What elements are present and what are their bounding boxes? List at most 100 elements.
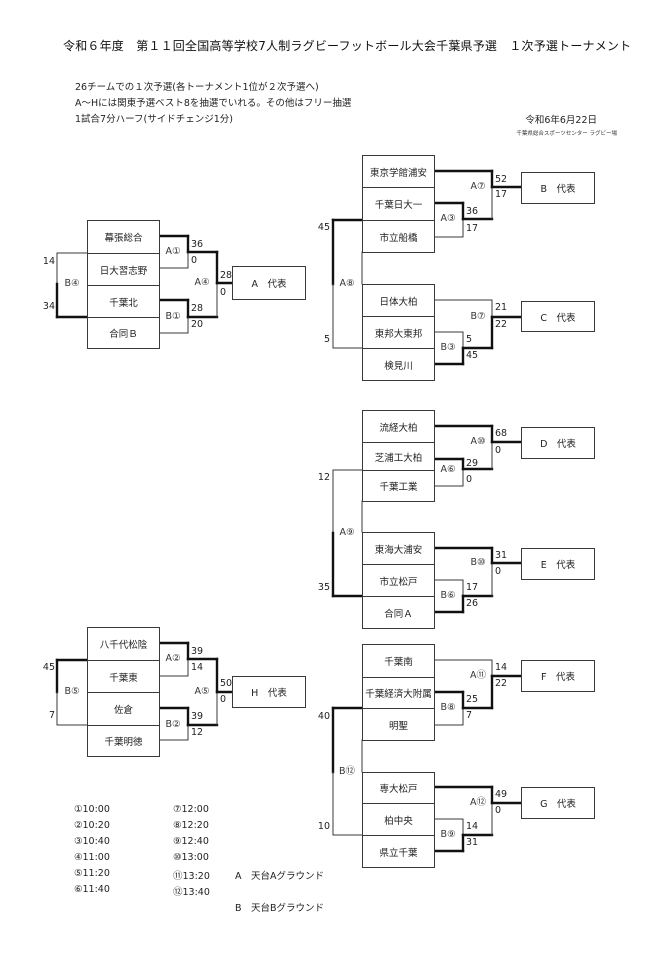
score: 12 xyxy=(317,472,330,483)
score: 0 xyxy=(191,255,198,266)
team-box: 明聖 xyxy=(362,708,435,741)
match-label: B⑤ xyxy=(64,686,80,697)
score: 49 xyxy=(495,789,508,800)
team-box: 専大松戸 xyxy=(362,772,435,804)
score: 34 xyxy=(42,301,55,312)
note-line: 1試合7分ハーフ(サイドチェンジ1分) xyxy=(75,114,233,125)
score: 17 xyxy=(495,189,508,200)
score: 50 xyxy=(220,678,233,689)
score: 35 xyxy=(317,582,330,593)
match-label: B① xyxy=(165,311,181,322)
score: 22 xyxy=(495,678,508,689)
score: 14 xyxy=(495,662,508,673)
representative-box: F 代表 xyxy=(521,660,595,692)
representative-box: D 代表 xyxy=(521,427,595,459)
match-label: B⑥ xyxy=(440,590,456,601)
team-box: 合同Ｂ xyxy=(87,317,160,349)
score: 0 xyxy=(495,805,502,816)
match-label: A⑤ xyxy=(194,686,210,697)
representative-box: A 代表 xyxy=(232,266,306,300)
score: 14 xyxy=(466,821,479,832)
match-label: B⑧ xyxy=(440,702,456,713)
schedule-item: ⑫13:40 xyxy=(173,887,210,898)
ground-legend: B 天台Bグラウンド xyxy=(235,903,325,914)
team-box: 佐倉 xyxy=(87,692,160,726)
score: 14 xyxy=(191,662,204,673)
score: 29 xyxy=(466,458,479,469)
score: 7 xyxy=(466,710,473,721)
representative-box: C 代表 xyxy=(521,301,595,332)
score: 17 xyxy=(466,582,479,593)
score: 25 xyxy=(466,694,479,705)
schedule-item: ⑪13:20 xyxy=(173,871,210,882)
score: 26 xyxy=(466,598,479,609)
match-label: A⑪ xyxy=(470,670,486,681)
team-box: 千葉南 xyxy=(362,644,435,678)
score: 20 xyxy=(191,319,204,330)
score: 39 xyxy=(191,711,204,722)
representative-box: G 代表 xyxy=(521,787,595,819)
schedule-item: ④11:00 xyxy=(74,852,110,863)
score: 0 xyxy=(466,474,473,485)
venue: 千葉県総合スポーツセンター ラグビー場 xyxy=(516,131,617,137)
score: 12 xyxy=(191,727,204,738)
schedule-item: ⑨12:40 xyxy=(173,836,209,847)
team-box: 県立千葉 xyxy=(362,835,435,868)
team-box: 千葉東 xyxy=(87,660,160,693)
team-box: 八千代松陰 xyxy=(87,627,160,661)
score: 5 xyxy=(323,334,330,345)
score: 0 xyxy=(495,445,502,456)
team-box: 合同Ａ xyxy=(362,596,435,629)
score: 7 xyxy=(48,710,55,721)
schedule-item: ②10:20 xyxy=(74,820,110,831)
score: 5 xyxy=(466,334,473,345)
match-label: B⑫ xyxy=(338,766,356,777)
match-label: A⑥ xyxy=(440,464,456,475)
note-line: A〜Hには関東予選ベスト8を抽選でいれる。その他はフリー抽選 xyxy=(75,98,352,109)
score: 21 xyxy=(495,302,508,313)
match-label: A④ xyxy=(194,277,210,288)
representative-box: E 代表 xyxy=(521,548,595,580)
match-label: A③ xyxy=(440,213,456,224)
team-box: 東京学館浦安 xyxy=(362,155,435,188)
match-label: B③ xyxy=(440,342,456,353)
team-box: 芝浦工大柏 xyxy=(362,442,435,471)
score: 40 xyxy=(317,711,330,722)
note-line: 26チームでの１次予選(各トーナメント1位が２次予選へ) xyxy=(75,82,319,93)
team-box: 東海大浦安 xyxy=(362,532,435,565)
score: 31 xyxy=(495,550,508,561)
representative-box: B 代表 xyxy=(521,172,595,204)
schedule-item: ⑧12:20 xyxy=(173,820,209,831)
match-label: B⑦ xyxy=(470,311,486,322)
team-box: 千葉工業 xyxy=(362,470,435,502)
page-title: 令和６年度 第１１回全国高等学校7人制ラグビーフットボール大会千葉県予選 １次予… xyxy=(63,39,632,53)
score: 17 xyxy=(466,223,479,234)
schedule-item: ⑦12:00 xyxy=(173,804,209,815)
match-label: B⑨ xyxy=(440,829,456,840)
score: 68 xyxy=(495,428,508,439)
match-label: A⑨ xyxy=(339,527,355,538)
match-label: B② xyxy=(165,719,181,730)
team-box: 日大習志野 xyxy=(87,253,160,286)
team-box: 市立船橋 xyxy=(362,220,435,253)
team-box: 千葉日大一 xyxy=(362,187,435,221)
match-label: A② xyxy=(165,653,181,664)
match-label: A① xyxy=(165,246,181,257)
score: 28 xyxy=(220,270,233,281)
score: 14 xyxy=(42,256,55,267)
schedule-item: ①10:00 xyxy=(74,804,110,815)
match-label: A⑫ xyxy=(470,797,486,808)
team-box: 検見川 xyxy=(362,348,435,381)
score: 0 xyxy=(220,287,227,298)
schedule-item: ③10:40 xyxy=(74,836,110,847)
match-label: A⑦ xyxy=(470,181,486,192)
match-label: B④ xyxy=(64,278,80,289)
team-box: 千葉明徳 xyxy=(87,725,160,757)
event-date: 令和6年6月22日 xyxy=(525,115,597,126)
team-box: 日体大柏 xyxy=(362,284,435,317)
match-label: A⑩ xyxy=(470,436,486,447)
match-label: B⑩ xyxy=(470,557,486,568)
score: 10 xyxy=(317,821,330,832)
team-box: 市立松戸 xyxy=(362,564,435,597)
team-box: 柏中央 xyxy=(362,803,435,836)
